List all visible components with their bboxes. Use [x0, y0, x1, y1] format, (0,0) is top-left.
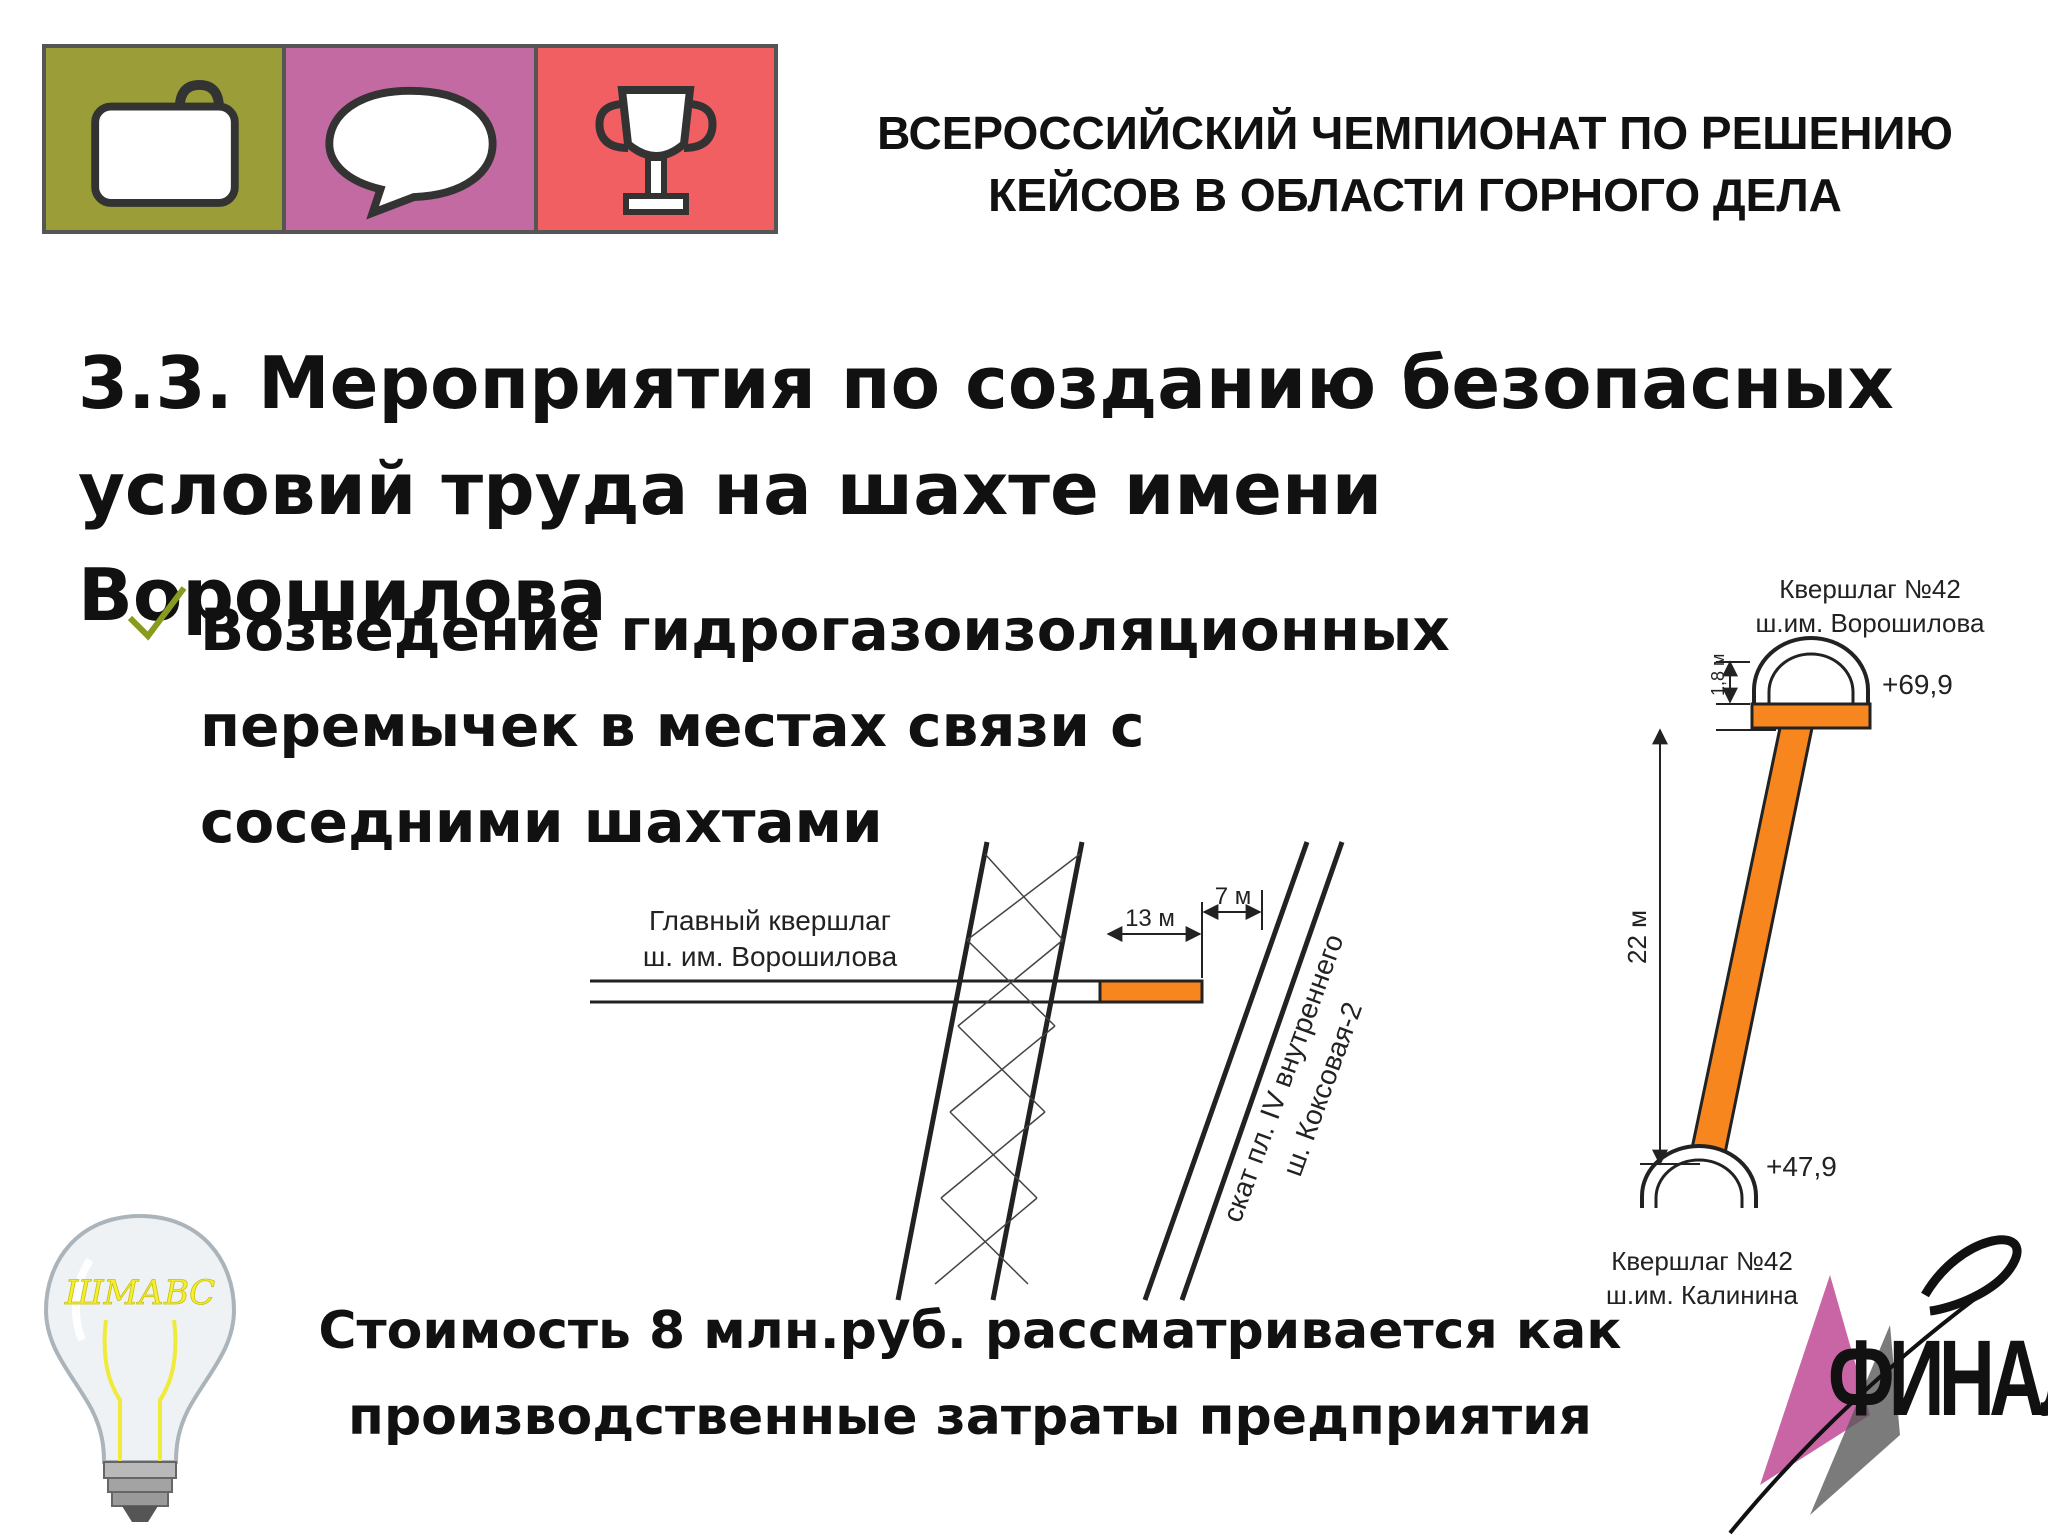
bullet-item: Возведение гидрогазоизоляционных перемыч…	[200, 582, 1580, 870]
championship-title: ВСЕРОССИЙСКИЙ ЧЕМПИОНАТ ПО РЕШЕНИЮ КЕЙСО…	[790, 102, 2040, 226]
championship-title-line1: ВСЕРОССИЙСКИЙ ЧЕМПИОНАТ ПО РЕШЕНИЮ	[877, 107, 1953, 159]
cost-line2: производственные затраты предприятия	[348, 1387, 1592, 1447]
section-view-diagram: Квершлаг №42 ш.им. Ворошилова 1,8 м 22 м…	[1606, 574, 1985, 1310]
briefcase-icon	[91, 79, 239, 207]
logo-cell-speech	[286, 48, 538, 230]
top-crosscut-label-line1: Квершлаг №42	[1779, 574, 1961, 604]
bulb-glass	[43, 1213, 237, 1464]
crosscut-label-line2: ш. им. Ворошилова	[643, 941, 898, 972]
speech-bubble-icon	[325, 86, 497, 220]
slide-title-line2: условий труда на шахте имени Ворошилова	[78, 447, 1383, 637]
final-logo-text: ФИНАЛ	[1828, 1317, 2048, 1438]
final-logo-swoosh	[1921, 1235, 2022, 1316]
final-logo-shape-grey	[1810, 1325, 1900, 1515]
crosscut-label-line1: Главный квершлаг	[649, 905, 891, 936]
drift-right-wall	[990, 841, 1085, 1301]
cost-line1: Стоимость 8 млн.руб. рассматривается как	[318, 1301, 1622, 1361]
level-bottom-label: +47,9	[1766, 1151, 1837, 1182]
dimension-22m-label: 22 м	[1622, 910, 1652, 964]
skat-right-wall	[1179, 841, 1345, 1301]
dimension-13m-label: 13 м	[1125, 905, 1175, 932]
skat-left-wall	[1142, 841, 1310, 1301]
bullet-line3: соседними шахтами	[200, 788, 883, 856]
bullet-line2: перемычек в местах связи с	[200, 692, 1145, 760]
bottom-crosscut-profile	[1640, 1144, 1758, 1208]
top-crosscut-profile	[1752, 636, 1870, 704]
logo-cell-trophy	[538, 48, 774, 230]
bullet-line1: Возведение гидрогазоизоляционных	[200, 596, 1450, 664]
lightbulb-logo: ШМАВС	[43, 1213, 237, 1522]
inclined-isolation-plug	[1688, 726, 1814, 1160]
slide-title: 3.3. Мероприятия по созданию безопасных …	[78, 330, 1898, 648]
checkmark-icon	[127, 586, 187, 641]
plan-view-diagram: 13 м 7 м Главный квершлаг ш. им. Ворошил…	[590, 841, 1368, 1301]
cost-statement: Стоимость 8 млн.руб. рассматривается как…	[300, 1288, 1640, 1460]
bottom-crosscut-label-line1: Квершлаг №42	[1611, 1246, 1793, 1276]
championship-title-line2: КЕЙСОВ В ОБЛАСТИ ГОРНОГО ДЕЛА	[988, 169, 1842, 221]
slide-title-line1: 3.3. Мероприятия по созданию безопасных	[78, 341, 1894, 425]
trophy-icon	[595, 86, 717, 215]
bottom-crosscut-label-line2: ш.им. Калинина	[1606, 1280, 1798, 1310]
top-crosscut-label-line2: ш.им. Ворошилова	[1756, 608, 1985, 638]
top-isolation-plug	[1750, 702, 1872, 730]
bulb-text: ШМАВС	[64, 1273, 215, 1313]
championship-logo	[42, 44, 778, 234]
drift-left-wall	[895, 841, 990, 1301]
dimension-1-8m-label: 1,8 м	[1708, 654, 1728, 696]
bulb-base	[122, 1506, 158, 1522]
logo-cell-briefcase	[46, 48, 286, 230]
drift-hatch	[934, 853, 1081, 1285]
dimension-7m-label: 7 м	[1215, 883, 1252, 910]
final-logo-mark	[1728, 1235, 2022, 1535]
final-logo-shape-pink	[1760, 1275, 1870, 1485]
isolation-plug	[1098, 979, 1204, 1004]
bulb-filament	[102, 1319, 178, 1462]
level-top-label: +69,9	[1882, 669, 1953, 700]
